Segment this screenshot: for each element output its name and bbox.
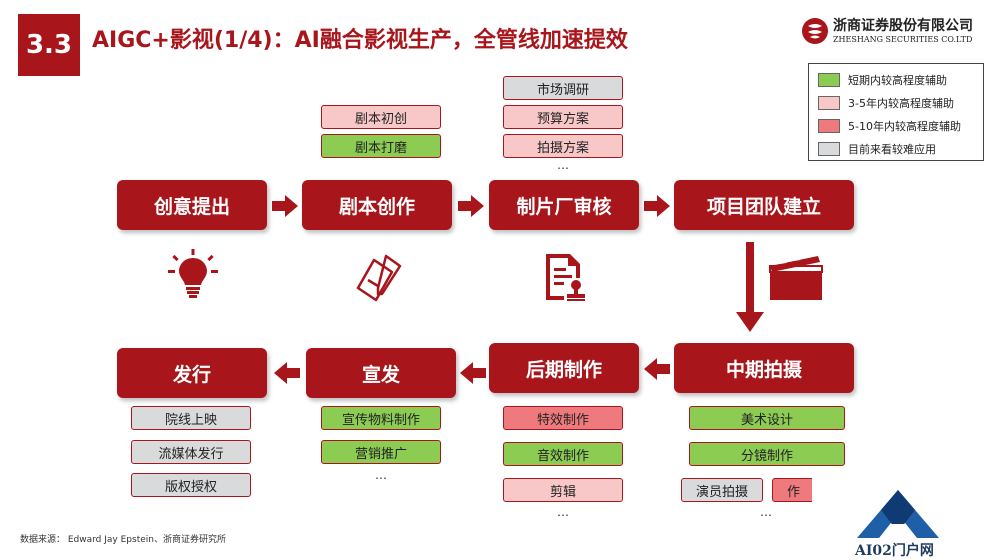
arrow-right-icon — [644, 195, 670, 217]
ellipsis: … — [760, 505, 772, 519]
legend: 短期内较高程度辅助 3-5年内较高程度辅助 5-10年内较高程度辅助 目前来看较… — [808, 63, 984, 161]
arrow-right-icon — [458, 195, 484, 217]
clapperboard-icon — [769, 254, 823, 300]
legend-item: 目前来看较难应用 — [818, 141, 936, 157]
stage-script: 剧本创作 — [302, 180, 452, 230]
stage-idea: 创意提出 — [117, 180, 267, 230]
stage-shooting: 中期拍摄 — [674, 343, 854, 393]
tag-marketing: 营销推广 — [321, 440, 441, 464]
brand-name-en: ZHESHANG SECURITIES CO.LTD — [833, 35, 973, 44]
legend-swatch — [818, 142, 840, 156]
legend-item: 3-5年内较高程度辅助 — [818, 95, 954, 111]
legend-item: 短期内较高程度辅助 — [818, 72, 947, 88]
watermark-text: AI02门户网 — [855, 543, 934, 559]
legend-swatch — [818, 119, 840, 133]
tag-promo-material: 宣传物料制作 — [321, 406, 441, 430]
arrow-down-icon — [736, 242, 764, 332]
tag-script-polish: 剧本打磨 — [321, 134, 441, 158]
tag-streaming-release: 流媒体发行 — [131, 440, 251, 464]
stage-studio-review: 制片厂审核 — [489, 180, 639, 230]
ellipsis: … — [375, 468, 387, 482]
tag-budget-plan: 预算方案 — [503, 105, 623, 129]
stage-post-production: 后期制作 — [489, 343, 639, 393]
page-title: AIGC+影视(1/4)：AI融合影视生产，全管线加速提效 — [92, 28, 628, 53]
ellipsis: … — [557, 505, 569, 519]
tag-editing: 剪辑 — [503, 478, 623, 502]
arrow-right-icon — [272, 195, 298, 217]
pen-paper-icon — [356, 254, 402, 302]
arrow-left-icon — [460, 362, 486, 384]
tag-shooting-plan: 拍摄方案 — [503, 134, 623, 158]
tag-actor-shooting: 演员拍摄 — [681, 478, 763, 502]
watermark: AI02门户网 — [855, 488, 945, 559]
ellipsis: … — [557, 158, 569, 172]
legend-label: 短期内较高程度辅助 — [848, 74, 947, 87]
tag-storyboard: 分镜制作 — [689, 442, 845, 466]
stage-release: 发行 — [117, 348, 267, 398]
legend-label: 5-10年内较高程度辅助 — [848, 120, 961, 133]
tag-script-draft: 剧本初创 — [321, 105, 441, 129]
brand-logo: 浙商证券股份有限公司 ZHESHANG SECURITIES CO.LTD — [800, 14, 985, 54]
brand-name-cn: 浙商证券股份有限公司 — [833, 18, 973, 34]
watermark-logo-icon — [857, 490, 939, 538]
tag-copyright-licensing: 版权授权 — [131, 473, 251, 497]
legend-label: 目前来看较难应用 — [848, 143, 936, 156]
legend-item: 5-10年内较高程度辅助 — [818, 118, 961, 134]
tag-art-design: 美术设计 — [689, 406, 845, 430]
arrow-left-icon — [274, 362, 300, 384]
source-note: 数据来源： Edward Jay Epstein、浙商证券研究所 — [20, 535, 226, 545]
overlay-patch — [812, 476, 858, 506]
section-badge: 3.3 — [18, 14, 80, 76]
tag-sound-effects: 音效制作 — [503, 442, 623, 466]
brand-logo-icon — [802, 18, 828, 44]
legend-swatch — [818, 96, 840, 110]
tag-vfx: 特效制作 — [503, 406, 623, 430]
legend-swatch — [818, 73, 840, 87]
stage-team-setup: 项目团队建立 — [674, 180, 854, 230]
tag-market-research: 市场调研 — [503, 76, 623, 100]
stage-promotion: 宣发 — [306, 348, 456, 398]
legend-label: 3-5年内较高程度辅助 — [848, 97, 954, 110]
arrow-left-icon — [644, 358, 670, 380]
document-stamp-icon — [546, 254, 585, 301]
tag-cinema-release: 院线上映 — [131, 406, 251, 430]
lightbulb-icon — [168, 249, 218, 298]
